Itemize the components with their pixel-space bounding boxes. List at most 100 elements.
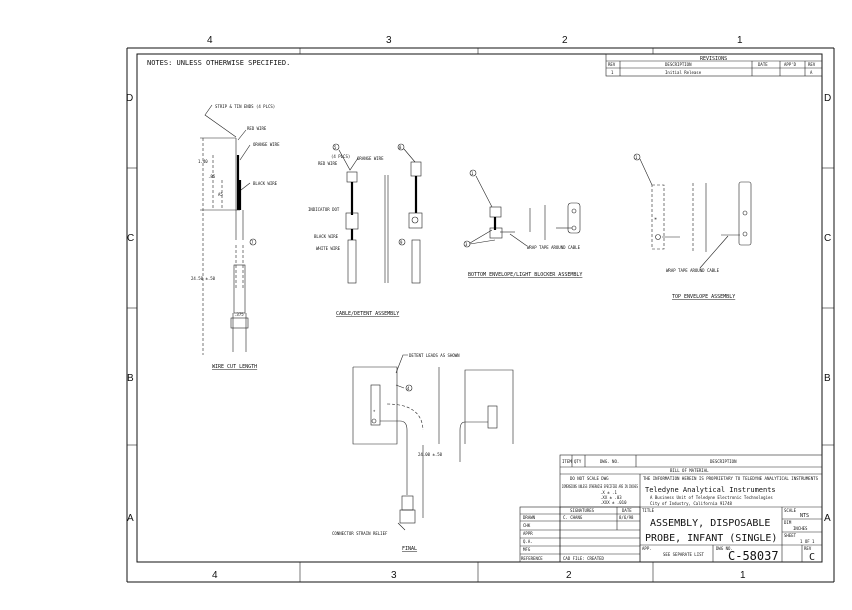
final-assembly-view: DETENT LEADS AS SHOWN ✳ 4 24.00 ±.50 CON… bbox=[332, 353, 514, 552]
scale-value: NTS bbox=[800, 513, 809, 519]
do-not-scale-note: DO NOT SCALE DWG bbox=[570, 476, 609, 481]
appd-header: APP'D bbox=[784, 62, 797, 67]
zone-row-b: B bbox=[127, 373, 134, 384]
chk-label: CHK bbox=[523, 523, 531, 528]
drawing-title-line-2: PROBE, INFANT (SINGLE) bbox=[645, 533, 777, 544]
description-header: DESCRIPTION bbox=[665, 62, 692, 67]
zone-col-4-top: 4 bbox=[207, 35, 213, 46]
bottom-envelope-view: 1 3 WRAP TAPE AROUND CABLE BOTTOM ENVELO… bbox=[463, 169, 582, 278]
drawing-title-line-1: ASSEMBLY, DISPOSABLE bbox=[650, 518, 770, 529]
zone-row-c-right: C bbox=[824, 233, 831, 244]
drawn-by: C. CHANG bbox=[563, 515, 583, 520]
four-places-label: (4 PLCS) bbox=[331, 154, 350, 159]
red-wire-label-2: RED WIRE bbox=[318, 161, 338, 166]
wrap-tape-label: WRAP TAPE AROUND CABLE bbox=[527, 245, 581, 250]
top-envelope-view: 1 ✳ WRAP TAPE AROUND CABLE TOP ENVELOPE … bbox=[633, 153, 752, 300]
units-value: INCHES bbox=[793, 526, 808, 531]
scale-label: SCALE bbox=[784, 508, 797, 513]
mfg-label: MFG bbox=[523, 547, 531, 552]
top-envelope-title: TOP ENVELOPE ASSEMBLY bbox=[672, 294, 735, 300]
drawing-frame bbox=[126, 47, 835, 583]
connector-strain-relief-label: CONNECTOR STRAIN RELIEF bbox=[332, 531, 388, 536]
dim-0-375: .375 bbox=[234, 312, 244, 317]
app-label: APP. bbox=[642, 546, 652, 551]
zone-col-4-bottom: 4 bbox=[212, 570, 218, 581]
tolerance-2: .XX ± .03 bbox=[600, 495, 622, 500]
strip-tin-note: STRIP & TIN ENDS (4 PLCS) bbox=[215, 104, 275, 109]
appr-label: APPR bbox=[523, 531, 533, 536]
zone-row-c: C bbox=[127, 233, 134, 244]
callout-7: 7 bbox=[251, 240, 254, 245]
drawn-date: 8/6/98 bbox=[619, 515, 634, 520]
sheet-value: 1 OF 1 bbox=[800, 539, 815, 544]
callout-8: 8 bbox=[399, 145, 402, 150]
zone-row-a: A bbox=[127, 513, 134, 524]
cable-detent-title: CABLE/DETENT ASSEMBLY bbox=[336, 311, 399, 317]
zone-row-a-right: A bbox=[824, 513, 831, 524]
signatures-header: SIGNATURES bbox=[570, 508, 595, 513]
rev-header: REV bbox=[608, 62, 616, 67]
cable-detent-view: 5 (4 PLCS) RED WIRE ORANGE WIRE INDICATO… bbox=[308, 143, 423, 317]
zone-col-1-bottom: 1 bbox=[740, 570, 746, 581]
callout-9: 9 bbox=[400, 240, 403, 245]
company-subtitle: A Business Unit of Teledyne Electronic T… bbox=[650, 495, 773, 500]
light-symbol-final: ✳ bbox=[373, 408, 376, 413]
callout-1-top: 1 bbox=[635, 155, 638, 160]
orange-wire-label: ORANGE WIRE bbox=[253, 142, 280, 147]
date-header: DATE bbox=[758, 62, 768, 67]
reference-value: CAD FILE: CREATED bbox=[563, 556, 605, 561]
revision-letter: A bbox=[810, 70, 813, 75]
sheet-label: SHEET bbox=[784, 533, 797, 538]
zone-col-3-top: 3 bbox=[386, 35, 392, 46]
title-block: ITEM QTY DWG. NO. DESCRIPTION BILL OF MA… bbox=[519, 454, 823, 563]
final-title: FINAL bbox=[402, 546, 417, 552]
zone-labels: 4 3 2 1 4 3 2 1 D C B A D C B A bbox=[126, 35, 831, 581]
orange-wire-label-2: ORANGE WIRE bbox=[357, 156, 384, 161]
light-symbol: ✳ bbox=[654, 216, 657, 222]
general-notes: NOTES: UNLESS OTHERWISE SPECIFIED. bbox=[147, 59, 290, 67]
callout-1: 1 bbox=[471, 171, 474, 176]
bom-qty-header: QTY bbox=[574, 459, 582, 464]
revision-number: 1 bbox=[611, 70, 614, 75]
drawn-label: DRAWN bbox=[523, 515, 536, 520]
title-label: TITLE bbox=[642, 508, 655, 513]
units-label: DIM bbox=[784, 520, 792, 525]
bom-item-header: ITEM bbox=[562, 459, 572, 464]
callout-5: 5 bbox=[334, 145, 337, 150]
zone-col-3-bottom: 3 bbox=[391, 570, 397, 581]
rev-label: REV bbox=[804, 546, 812, 551]
callout-3: 3 bbox=[465, 242, 468, 247]
white-wire-label: WHITE WIRE bbox=[316, 246, 341, 251]
tolerance-note: DIMENSIONS UNLESS OTHERWISE SPECIFIED AR… bbox=[562, 484, 638, 489]
zone-row-d-right: D bbox=[824, 93, 831, 104]
tolerance-3: .XXX ± .010 bbox=[600, 500, 627, 505]
app-value: SEE SEPARATE LIST bbox=[663, 552, 705, 557]
tolerance-1: .X ± .1 bbox=[600, 490, 617, 495]
zone-col-2-top: 2 bbox=[562, 35, 568, 46]
dim-24-50: 24.50 ±.50 bbox=[191, 276, 216, 281]
drawing-revision: C bbox=[809, 552, 815, 563]
revisions-title: REVISIONS bbox=[700, 56, 727, 62]
wire-cut-length-title: WIRE CUT LENGTH bbox=[212, 364, 257, 370]
bom-dwg-header: DWG. NO. bbox=[600, 459, 619, 464]
bill-of-material-title: BILL OF MATERIAL bbox=[670, 468, 709, 473]
proprietary-note: THE INFORMATION HEREIN IS PROPRIETARY TO… bbox=[643, 476, 819, 481]
zone-row-b-right: B bbox=[824, 373, 831, 384]
drawing-number: C-58037 bbox=[728, 549, 779, 563]
indicator-dot-label: INDICATOR DOT bbox=[308, 207, 340, 212]
revision-description: Initial Release bbox=[665, 70, 702, 75]
black-wire-label: BLACK WIRE bbox=[253, 181, 278, 186]
bom-desc-header: DESCRIPTION bbox=[710, 459, 737, 464]
dim-a5: A5 bbox=[218, 192, 223, 197]
company-name: Teledyne Analytical Instruments bbox=[645, 486, 776, 494]
qa-label: Q.A. bbox=[523, 539, 533, 544]
rev-letter-header: REV bbox=[808, 62, 816, 67]
company-address: City of Industry, California 91748 bbox=[650, 501, 732, 506]
dim-1-40: 1.40 bbox=[198, 159, 208, 164]
dim-24-00: 24.00 ±.50 bbox=[418, 452, 443, 457]
wire-cut-view: STRIP & TIN ENDS (4 PLCS) RED WIRE ORANG… bbox=[191, 104, 280, 370]
dim-0-85: .85 bbox=[208, 174, 216, 179]
wrap-tape-label-top: WRAP TAPE AROUND CABLE bbox=[666, 268, 720, 273]
dwg-no-label: DWG NO. bbox=[716, 546, 733, 551]
